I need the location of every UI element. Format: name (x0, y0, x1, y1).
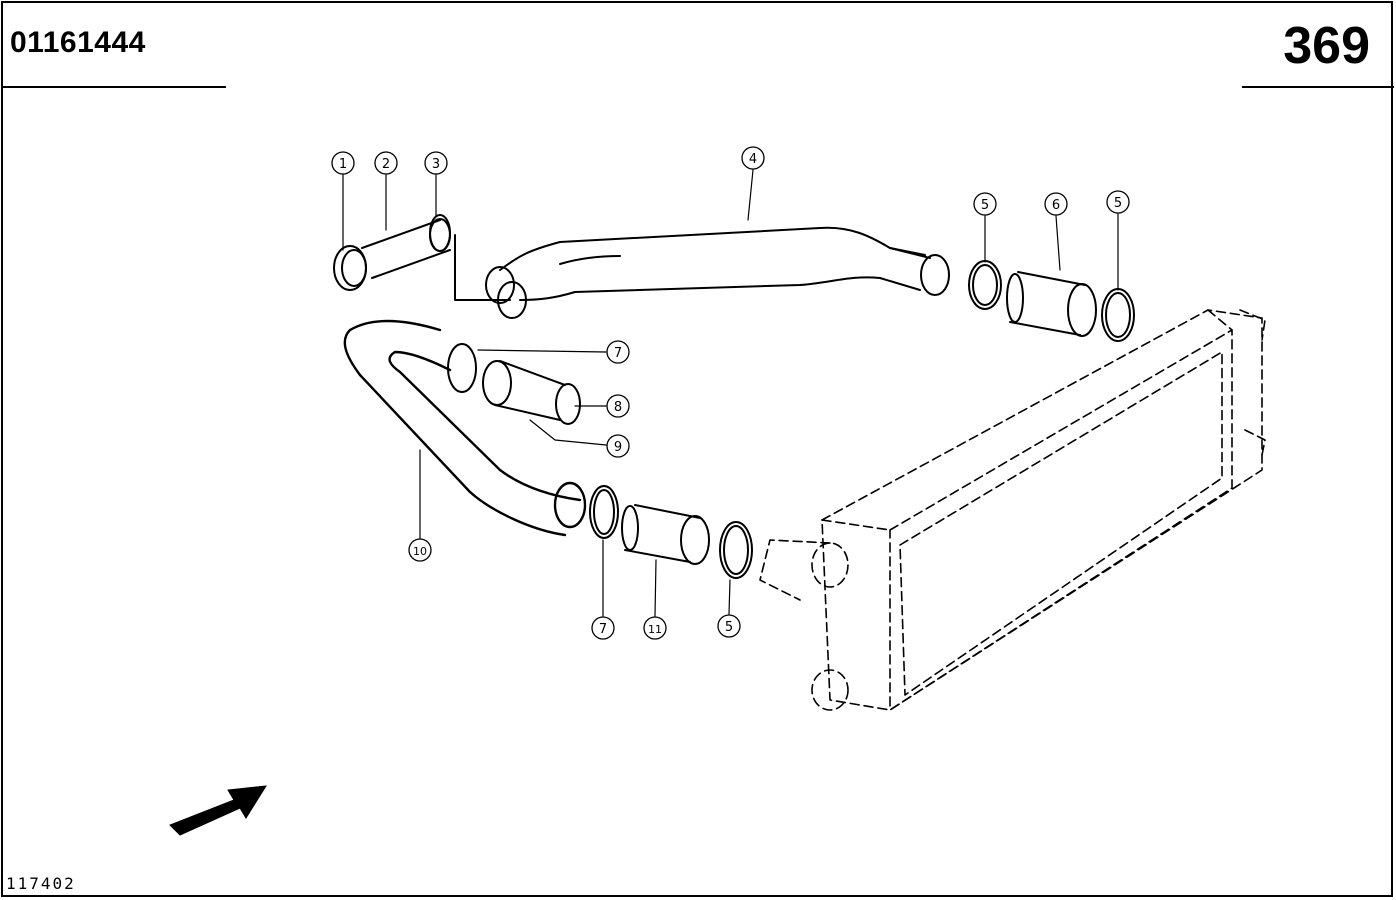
arrow-up-right-icon (169, 785, 267, 836)
pipe-4 (454, 226, 950, 319)
pipe-10 (343, 319, 587, 537)
callout-8: 8 (606, 394, 630, 418)
callout-3: 3 (424, 151, 448, 175)
callout-6-label: 6 (1052, 198, 1060, 213)
callout-7-lower: 7 (591, 616, 615, 640)
callout-5-lower: 5 (717, 614, 741, 638)
part-number: 01161444 (10, 26, 146, 59)
clamp-5-upper-right (1101, 288, 1135, 342)
hose-6 (1006, 271, 1097, 337)
drawing-number: 117402 (6, 874, 76, 893)
intercooler (759, 309, 1266, 711)
callout-5-label: 5 (1114, 196, 1122, 211)
callout-8-label: 8 (614, 400, 622, 415)
callout-5-upper-right: 5 (1106, 190, 1130, 214)
clamp-7-upper (447, 343, 477, 393)
callout-5-label: 5 (725, 620, 733, 635)
page-number: 369 (1283, 17, 1370, 75)
callout-7-label: 7 (614, 346, 622, 361)
callout-9-label: 9 (614, 440, 622, 455)
callout-2-label: 2 (382, 157, 390, 172)
header-rule-right (1242, 86, 1394, 88)
clamp-7-lower (589, 485, 619, 539)
hose-9 (482, 360, 566, 421)
callout-5-label: 5 (981, 198, 989, 213)
callout-3-label: 3 (432, 157, 440, 172)
hose-11 (621, 504, 710, 565)
callout-1-label: 1 (339, 157, 347, 172)
callout-7-upper: 7 (606, 340, 630, 364)
callout-9: 9 (606, 434, 630, 458)
header-rule-left (2, 86, 226, 88)
leader-lines (342, 169, 1119, 617)
callout-2: 2 (374, 151, 398, 175)
clamp-5-lower (719, 521, 753, 579)
callout-11: 11 (643, 616, 667, 640)
hose-2 (361, 218, 451, 279)
callout-6: 6 (1044, 192, 1068, 216)
clamp-3 (429, 214, 451, 252)
callout-1: 1 (331, 151, 355, 175)
callouts: 1 2 3 4 5 6 5 7 8 9 10 7 11 5 (331, 146, 1130, 640)
clamp-1 (333, 245, 367, 291)
callout-10-label: 10 (413, 545, 427, 558)
callout-7-label: 7 (599, 622, 607, 637)
clamp-5-upper-left (968, 260, 1002, 310)
clamp-8 (555, 383, 581, 425)
callout-4-label: 4 (749, 152, 757, 167)
callout-10: 10 (408, 538, 432, 562)
callout-5-upper-left: 5 (973, 192, 997, 216)
callout-4: 4 (741, 146, 765, 170)
callout-11-label: 11 (648, 623, 662, 636)
